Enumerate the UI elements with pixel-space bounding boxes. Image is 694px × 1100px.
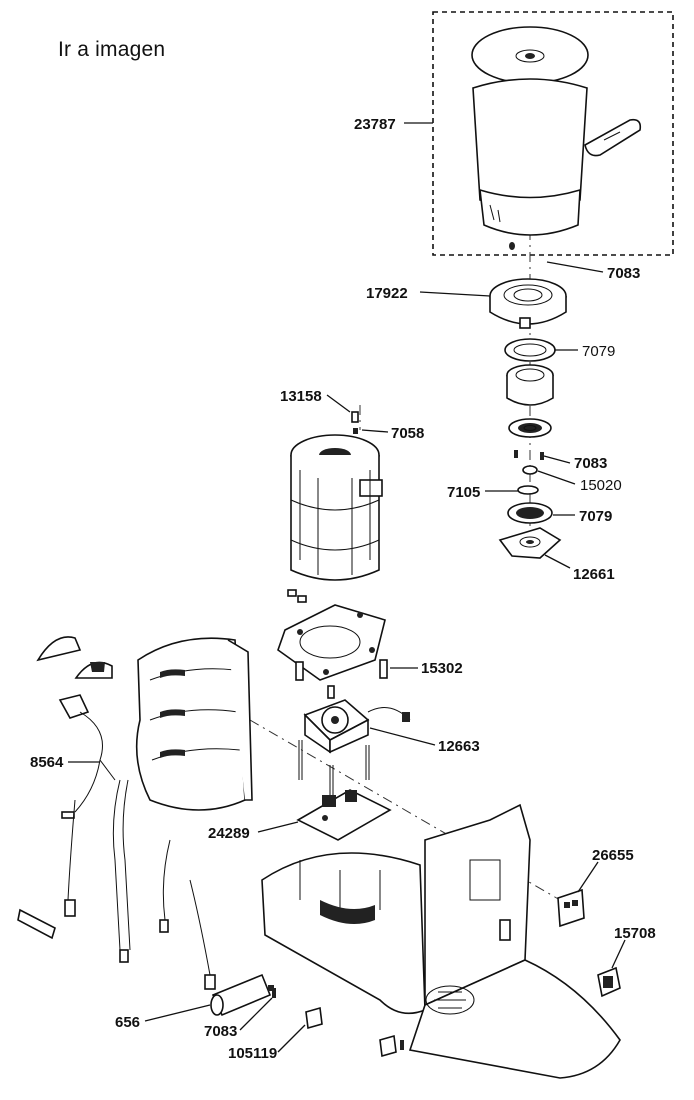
part-label-105119: 105119 bbox=[228, 1045, 277, 1062]
part-label-23787: 23787 bbox=[354, 116, 396, 133]
cooling-fan-component bbox=[303, 685, 411, 754]
part-label-15020: 15020 bbox=[580, 477, 622, 494]
leader-7058 bbox=[361, 429, 389, 433]
part-label-656: 656 bbox=[115, 1014, 140, 1031]
leader-12663 bbox=[369, 727, 436, 746]
part-label-26655: 26655 bbox=[592, 847, 634, 864]
part-label-7083-mid: 7083 bbox=[574, 455, 607, 472]
leader-656 bbox=[144, 1004, 211, 1022]
leader-7083-mid bbox=[543, 455, 571, 464]
circuit-board-component bbox=[296, 789, 392, 841]
leader-15020 bbox=[537, 470, 576, 485]
part-label-8564: 8564 bbox=[30, 754, 64, 771]
part-label-15302: 15302 bbox=[421, 660, 463, 677]
mounting-screws bbox=[287, 589, 307, 603]
part-label-7079-lower: 7079 bbox=[579, 508, 612, 525]
motor-gasket-plate bbox=[277, 604, 386, 681]
part-label-12663: 12663 bbox=[438, 738, 480, 755]
part-label-7083-top: 7083 bbox=[607, 265, 640, 282]
switch-plate-component bbox=[557, 888, 585, 928]
part-label-7058: 7058 bbox=[391, 425, 424, 442]
leader-26655 bbox=[577, 861, 599, 893]
side-shell-component bbox=[135, 637, 253, 811]
motor-component bbox=[290, 411, 383, 581]
part-label-7105: 7105 bbox=[447, 484, 480, 501]
bearing-bracket-component bbox=[498, 527, 562, 559]
part-label-12661: 12661 bbox=[573, 566, 615, 583]
part-label-7083-bottom: 7083 bbox=[204, 1023, 237, 1040]
rocker-switch-component bbox=[597, 966, 621, 998]
wire-harness-component bbox=[17, 779, 216, 990]
part-label-7079-top: 7079 bbox=[582, 343, 615, 360]
part-label-15708: 15708 bbox=[614, 925, 656, 942]
base-housing-component bbox=[261, 803, 621, 1079]
rubber-feet bbox=[272, 988, 404, 1058]
leader-105119 bbox=[277, 1024, 306, 1053]
leader-7083-bottom bbox=[239, 997, 273, 1031]
power-cord-component bbox=[58, 694, 116, 819]
leader-24289 bbox=[257, 821, 299, 833]
gasket-lower-component bbox=[507, 502, 553, 524]
bearing-sleeve-component bbox=[506, 364, 554, 406]
part-label-24289: 24289 bbox=[208, 825, 250, 842]
jar-assembly-box bbox=[432, 11, 674, 256]
gasket-top-component bbox=[504, 338, 556, 362]
go-to-image-link[interactable]: Ir a imagen bbox=[58, 38, 166, 61]
coupling-housing-component bbox=[489, 278, 567, 329]
capacitor-component bbox=[210, 973, 274, 1017]
part-label-13158: 13158 bbox=[280, 388, 322, 405]
leader-17922 bbox=[419, 291, 491, 297]
leader-12661 bbox=[544, 554, 571, 569]
bearing-ring-component bbox=[508, 418, 552, 438]
long-bolts bbox=[298, 740, 370, 800]
leader-7083-top bbox=[546, 261, 604, 273]
jar-component bbox=[471, 26, 642, 250]
leader-13158 bbox=[326, 394, 351, 413]
spacer-posts bbox=[295, 659, 388, 681]
part-label-17922: 17922 bbox=[366, 285, 408, 302]
knob-cover-parts bbox=[36, 636, 113, 679]
leader-15708 bbox=[611, 939, 626, 969]
small-screws bbox=[514, 450, 544, 495]
